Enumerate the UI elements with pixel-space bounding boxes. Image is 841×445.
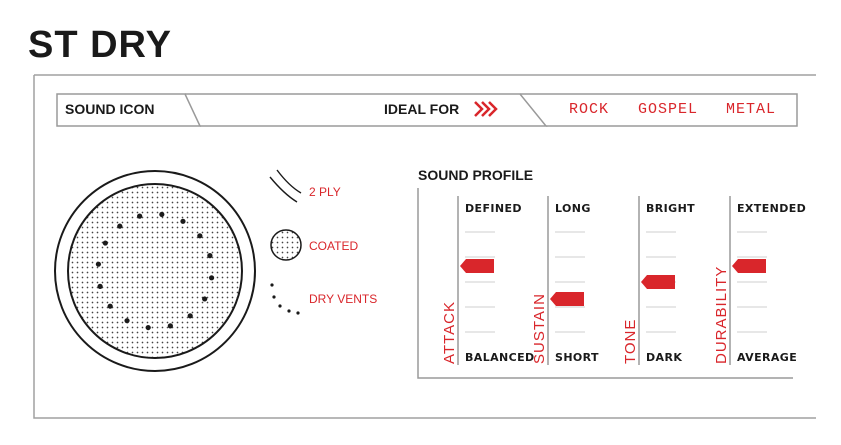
vent-dot <box>97 283 103 289</box>
tone-top-label: BRIGHT <box>646 202 696 215</box>
vent-dot <box>197 233 203 239</box>
vent-dot <box>187 313 193 319</box>
outer-frame-line <box>33 75 816 419</box>
sustain-top-label: LONG <box>555 202 591 215</box>
drum-head-icon <box>54 170 256 372</box>
genre-rock: ROCK <box>569 101 610 118</box>
dry-vents-dots-icon <box>270 283 300 315</box>
vent-dot <box>117 223 123 229</box>
vent-dot <box>102 240 108 246</box>
vent-dot <box>95 261 102 267</box>
vent-dot <box>145 324 151 331</box>
vent-dot <box>159 211 165 218</box>
vent-dot <box>180 218 186 224</box>
durability-bottom-label: AVERAGE <box>737 351 798 364</box>
genre-metal: METAL <box>726 101 777 118</box>
coated-dotted-circle-icon <box>270 229 302 261</box>
legend-dry-vents: DRY VENTS <box>309 292 378 306</box>
genres-cell <box>520 93 798 127</box>
sound-icon-label: SOUND ICON <box>65 101 155 117</box>
two-ply-arcs-icon <box>269 169 302 203</box>
sound-profile-title: SOUND PROFILE <box>418 167 534 183</box>
attack-name-label: ATTACK <box>441 301 458 364</box>
profile-level-marker <box>550 292 584 306</box>
profile-level-marker <box>732 259 766 273</box>
profile-frame <box>417 188 793 379</box>
tone-name-label: TONE <box>622 318 639 364</box>
sustain-name-label: SUSTAIN <box>531 293 548 364</box>
vent-dots <box>95 211 215 331</box>
page-title: ST DRY <box>28 24 172 66</box>
vent-dot <box>208 275 215 281</box>
vent-dot <box>124 318 130 324</box>
legend-coated: COATED <box>309 239 359 253</box>
header-band <box>56 93 798 127</box>
attack-top-label: DEFINED <box>465 202 522 215</box>
vent-dot <box>137 213 143 219</box>
durability-name-label: DURABILITY <box>713 265 730 364</box>
vent-dot <box>107 303 113 309</box>
durability-top-label: EXTENDED <box>737 202 807 215</box>
sound-profile-chart <box>417 188 793 379</box>
genre-gospel: GOSPEL <box>638 101 699 118</box>
vent-dot <box>207 253 213 259</box>
sustain-bottom-label: SHORT <box>555 351 599 364</box>
profile-level-marker <box>460 259 494 273</box>
chevrons-icon <box>474 101 498 117</box>
attack-bottom-label: BALANCED <box>465 351 535 364</box>
ideal-for-label: IDEAL FOR <box>384 101 460 117</box>
legend-2-ply: 2 PLY <box>309 185 341 199</box>
ideal-for-cell <box>185 93 548 127</box>
profile-level-marker <box>641 275 675 289</box>
tone-bottom-label: DARK <box>646 351 683 364</box>
vent-dot <box>202 296 208 302</box>
vent-dot <box>167 323 173 329</box>
